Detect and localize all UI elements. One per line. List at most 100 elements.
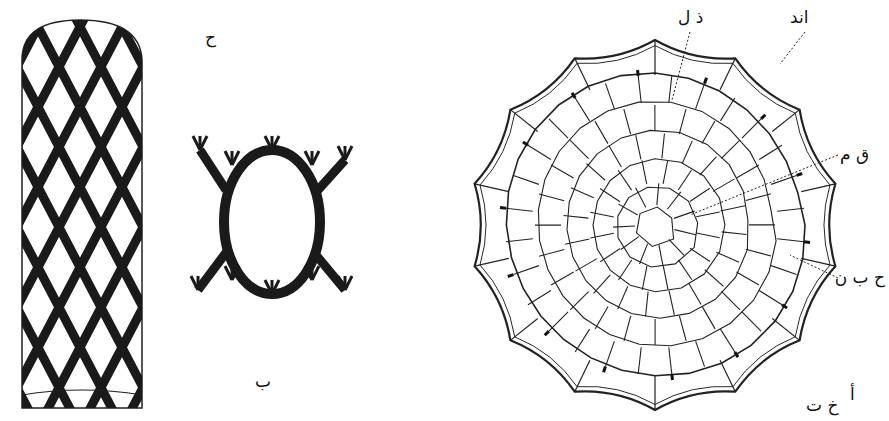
- part-label: خ ت: [806, 396, 838, 415]
- wall-spine: [312, 151, 319, 165]
- drawing-stroke: [777, 239, 804, 242]
- drawing-stroke: [722, 291, 740, 309]
- cell-wall: [637, 207, 674, 247]
- root-cross-section: [475, 40, 836, 410]
- drawing-stroke: [539, 249, 564, 256]
- wall-spine: [198, 276, 205, 290]
- thickening-band: [318, 0, 538, 420]
- thickened-cell-fragment: [191, 136, 352, 294]
- thickening-band: [234, 0, 454, 420]
- drawing-stroke: [659, 245, 663, 267]
- drawing-stroke: [618, 260, 631, 280]
- casparian-mark: [523, 142, 528, 145]
- drawing-stroke: [638, 347, 641, 374]
- part-label: ب: [255, 372, 271, 391]
- drawing-stroke: [746, 194, 771, 201]
- casparian-mark: [804, 240, 810, 244]
- leader-lines: [672, 32, 838, 278]
- drawing-stroke: [696, 212, 720, 217]
- drawing-stroke: [590, 233, 614, 238]
- drawing-stroke: [609, 145, 622, 167]
- casparian-mark: [705, 78, 707, 84]
- drawing-stroke: [636, 188, 646, 208]
- thickening-band: [192, 0, 412, 420]
- wall-spine: [200, 136, 207, 150]
- drawing-stroke: [575, 259, 597, 272]
- drawing-stroke: [721, 140, 739, 158]
- drawing-stroke: [657, 183, 659, 205]
- reticulate-vessel: [0, 0, 766, 420]
- drawing-stroke: [618, 286, 628, 309]
- drawing-stroke: [563, 216, 588, 219]
- thickening-band: [504, 0, 724, 420]
- wall-spine: [193, 136, 200, 150]
- drawing-stroke: [682, 141, 692, 164]
- wall-spine: [265, 280, 272, 294]
- drawing-stroke: [720, 98, 734, 121]
- drawing-stroke: [535, 225, 561, 226]
- drawing-stroke: [528, 145, 551, 159]
- casparian-mark: [508, 275, 514, 277]
- drawing-stroke: [624, 316, 631, 341]
- outer-wall: [475, 40, 836, 410]
- drawing-stroke: [605, 341, 614, 366]
- wall-spine: [225, 266, 232, 280]
- drawing-stroke: [669, 291, 674, 315]
- thickening-band: [420, 0, 640, 420]
- casparian-mark: [500, 206, 506, 210]
- wall-spine: [338, 276, 345, 290]
- wall-spine: [305, 266, 312, 280]
- wall-spine: [232, 151, 239, 165]
- wall-spine: [345, 146, 352, 160]
- thickening-band: [168, 0, 388, 420]
- casparian-mark: [603, 367, 605, 373]
- thickening-band: [276, 0, 496, 420]
- drawing-stroke: [587, 164, 606, 181]
- wall-spine: [305, 151, 312, 165]
- drawing-stroke: [713, 179, 735, 192]
- drawing-stroke: [640, 244, 648, 264]
- thickening-band: [360, 0, 580, 420]
- drawing-stroke: [619, 204, 638, 215]
- drawing-stroke: [705, 270, 724, 287]
- wall-spine: [232, 266, 239, 280]
- thickening-band: [252, 0, 472, 420]
- drawing-stroke: [674, 211, 695, 218]
- drawing-stroke: [759, 290, 782, 304]
- drawing-stroke: [642, 266, 647, 290]
- drawing-stroke: [600, 188, 620, 201]
- drawing-stroke: [742, 119, 761, 138]
- drawing-stroke: [549, 119, 568, 138]
- drawing-stroke: [777, 208, 804, 211]
- drawing-stroke: [663, 160, 668, 184]
- wall-spine: [345, 276, 352, 290]
- drawing-stroke: [669, 347, 672, 374]
- casparian-mark: [572, 93, 575, 98]
- thickening-band: [0, 0, 10, 420]
- drawing-stroke: [595, 121, 608, 144]
- drawing-stroke: [565, 239, 589, 244]
- casparian-mark: [545, 331, 549, 335]
- cell-wall: [593, 159, 725, 292]
- drawing-stroke: [613, 226, 635, 227]
- drawing-stroke: [736, 165, 759, 178]
- drawing-stroke: [689, 283, 702, 305]
- wall-spine: [312, 266, 319, 280]
- cell-wall: [567, 130, 748, 318]
- drawing-stroke: [771, 266, 796, 275]
- casparian-mark: [761, 115, 765, 119]
- wall-spine: [191, 276, 198, 290]
- drawing-stroke: [746, 249, 771, 256]
- drawing-stroke: [551, 165, 574, 178]
- drawing-stroke: [528, 290, 551, 304]
- casparian-mark: [735, 352, 738, 357]
- thickening-band: [126, 0, 346, 420]
- cell-wall-ring: [224, 150, 320, 294]
- drawing-stroke: [571, 188, 594, 198]
- part-label: ذ ل: [678, 8, 703, 27]
- drawing-stroke: [594, 275, 611, 294]
- drawing-stroke: [621, 237, 639, 250]
- thickening-band: [66, 0, 286, 420]
- drawing-stroke: [720, 329, 734, 352]
- drawing-stroke: [638, 76, 641, 103]
